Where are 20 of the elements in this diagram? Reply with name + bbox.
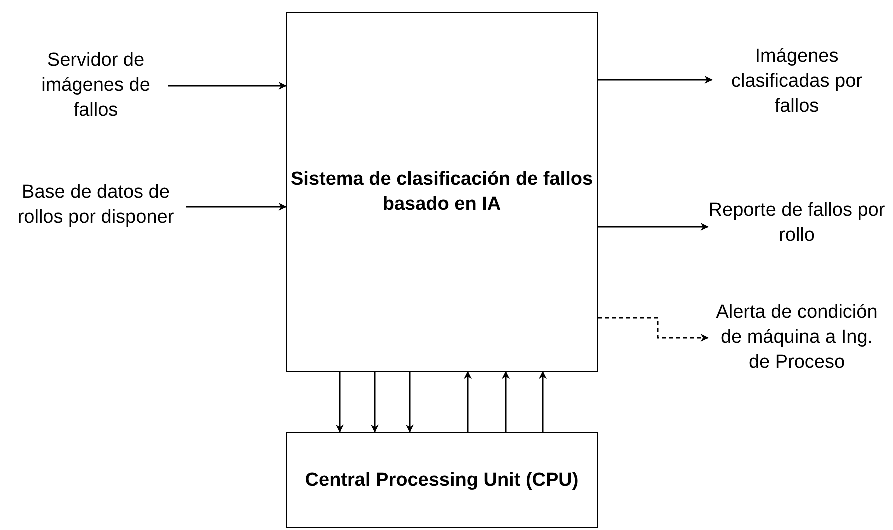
arrow bbox=[539, 371, 547, 432]
arrow bbox=[598, 223, 709, 231]
box-title: Central Processing Unit (CPU) bbox=[304, 468, 580, 492]
arrow bbox=[186, 203, 287, 211]
arrow bbox=[371, 372, 379, 433]
output-label: Alerta de condición de máquina a Ing. de Proceso bbox=[708, 286, 886, 388]
arrow bbox=[406, 372, 414, 433]
output-label: Imágenes clasificadas por fallos bbox=[712, 42, 882, 120]
arrow bbox=[168, 82, 287, 90]
system-box bbox=[286, 12, 598, 372]
output-label: Reporte de fallos por rollo bbox=[708, 197, 886, 249]
arrow bbox=[598, 317, 709, 342]
input-label: Base de datos de rollos por disponer bbox=[6, 166, 186, 244]
arrow bbox=[464, 371, 472, 432]
arrow bbox=[336, 372, 344, 433]
arrow bbox=[502, 371, 510, 432]
cpu-box bbox=[286, 432, 598, 528]
input-label: Servidor de imágenes de fallos bbox=[24, 46, 168, 124]
arrow bbox=[598, 76, 713, 84]
box-title: Sistema de clasificación de fallos basado en IA bbox=[290, 168, 594, 217]
